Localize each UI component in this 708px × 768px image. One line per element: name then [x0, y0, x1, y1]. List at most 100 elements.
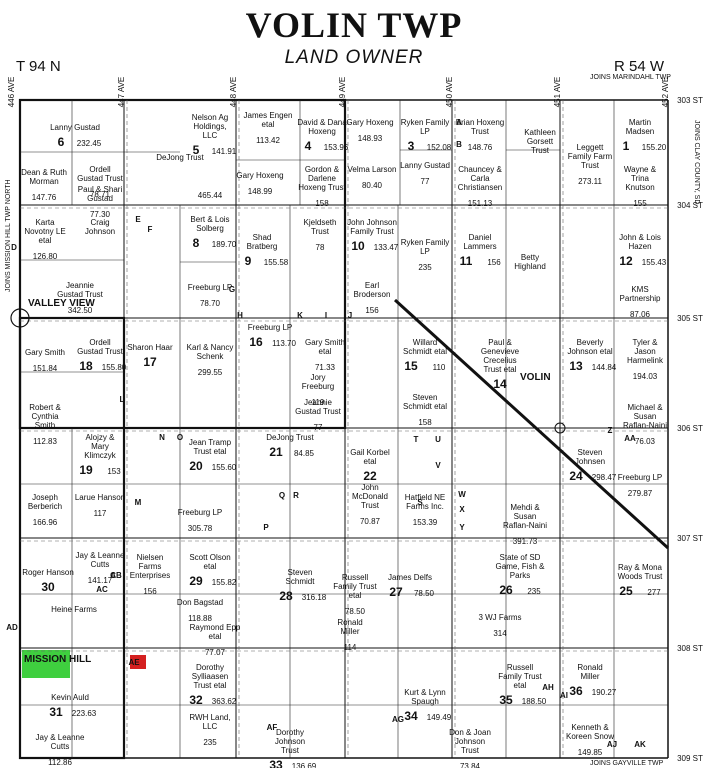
parcel-letter: P [263, 523, 269, 532]
parcel-owner: Broderson [354, 290, 391, 299]
parcel-acres: 305.78 [188, 524, 213, 533]
place-label: VALLEY VIEW [28, 298, 95, 309]
parcel-owner: Ryken Family [401, 238, 449, 247]
parcel-acres: 298.47 [592, 473, 617, 482]
parcel-owner: Dean & Ruth [21, 168, 67, 177]
parcel-acres: 76.03 [635, 437, 656, 446]
parcel-owner: Trust [581, 161, 600, 170]
parcel-owner: Game, Fish & [496, 562, 546, 571]
parcel-owner: Hoxeng Trust [298, 183, 346, 192]
parcel-acres: 113.70 [272, 339, 296, 348]
range-label: R 54 W [614, 58, 665, 75]
parcel-acres: 77.07 [205, 648, 226, 657]
parcel-owner: etal [349, 591, 362, 600]
parcel-owner: LLC [203, 131, 218, 140]
parcel-letter: G [229, 285, 235, 294]
parcel-acres: 166.96 [33, 518, 58, 527]
parcel-owner: Johnson [455, 737, 485, 746]
parcel-owner: Beverly [577, 338, 604, 347]
avenue-label: 447 AVE [117, 77, 126, 108]
parcel-acres: 136.69 [292, 762, 317, 768]
parcel-acres: 155.60 [212, 463, 237, 472]
parcel-letter: S [417, 498, 423, 507]
section-number: 10 [351, 239, 365, 253]
parcel-owner: Don & Joan [449, 728, 491, 737]
parcel: DeJong Trust [156, 153, 204, 162]
parcel-acres: 113.42 [256, 136, 280, 145]
parcel-owner: Trust [361, 501, 380, 510]
parcel-owner: Carla [470, 174, 490, 183]
parcel-letter: AG [392, 715, 404, 724]
parcel-acres: 152.08 [427, 143, 452, 152]
parcel-owner: Gary Smith [305, 338, 345, 347]
parcel-owner: Trust etal [193, 681, 226, 690]
parcel-owner: Genevieve [481, 347, 520, 356]
parcel-owner: Crecelius [483, 356, 516, 365]
parcel-acres: 316.18 [302, 593, 327, 602]
parcel-owner: Scott Olson [189, 553, 230, 562]
parcel-acres: 133.47 [374, 243, 399, 252]
section-number: 5 [193, 143, 200, 157]
parcel-owner: Woods Trust [618, 572, 664, 581]
parcel-owner: Novotny LE [24, 227, 65, 236]
parcel-owner: John Johnson [347, 218, 397, 227]
parcel-acres: 391.73 [513, 537, 538, 546]
parcel-owner: etal [364, 457, 377, 466]
parcel-acres: 112.86 [48, 758, 72, 767]
parcel-acres: 151.84 [33, 364, 58, 373]
parcel-owner: Ray & Mona [618, 563, 663, 572]
parcel-acres: 188.50 [522, 697, 547, 706]
parcel-owner: Family Trust [498, 672, 542, 681]
edge-label-top: JOINS MARINDAHL TWP [590, 74, 671, 81]
red-marker [130, 655, 146, 669]
parcel-owner: Paul & Shari [78, 185, 123, 194]
parcel-owner: Schmidt etal [403, 402, 447, 411]
parcel-owner: Trust [311, 227, 330, 236]
section-number: 34 [404, 709, 418, 723]
parcel-owner: Ronald [337, 618, 362, 627]
parcel-acres: 144.84 [592, 363, 617, 372]
parcel-letter: F [148, 225, 153, 234]
parcel-acres: 149.85 [578, 748, 603, 757]
section-number: 32 [189, 693, 203, 707]
place-label: VOLIN [520, 372, 551, 383]
parcel-owner: Betty [521, 253, 539, 262]
parcel-owner: Michael & [627, 403, 663, 412]
parcel-acres: 156 [143, 587, 157, 596]
parcel-letter: AA [624, 434, 636, 443]
street-label: 304 ST [677, 201, 703, 210]
parcel-letter: H [237, 311, 243, 320]
parcel-letter: A [456, 118, 462, 127]
parcel-owner: Family Farm [568, 152, 613, 161]
parcel-letter: AD [6, 623, 18, 632]
parcel-owner: Gustad Trust [295, 407, 342, 416]
parcel-acres: 155.82 [212, 578, 237, 587]
parcel-owner: Cutts [51, 742, 70, 751]
